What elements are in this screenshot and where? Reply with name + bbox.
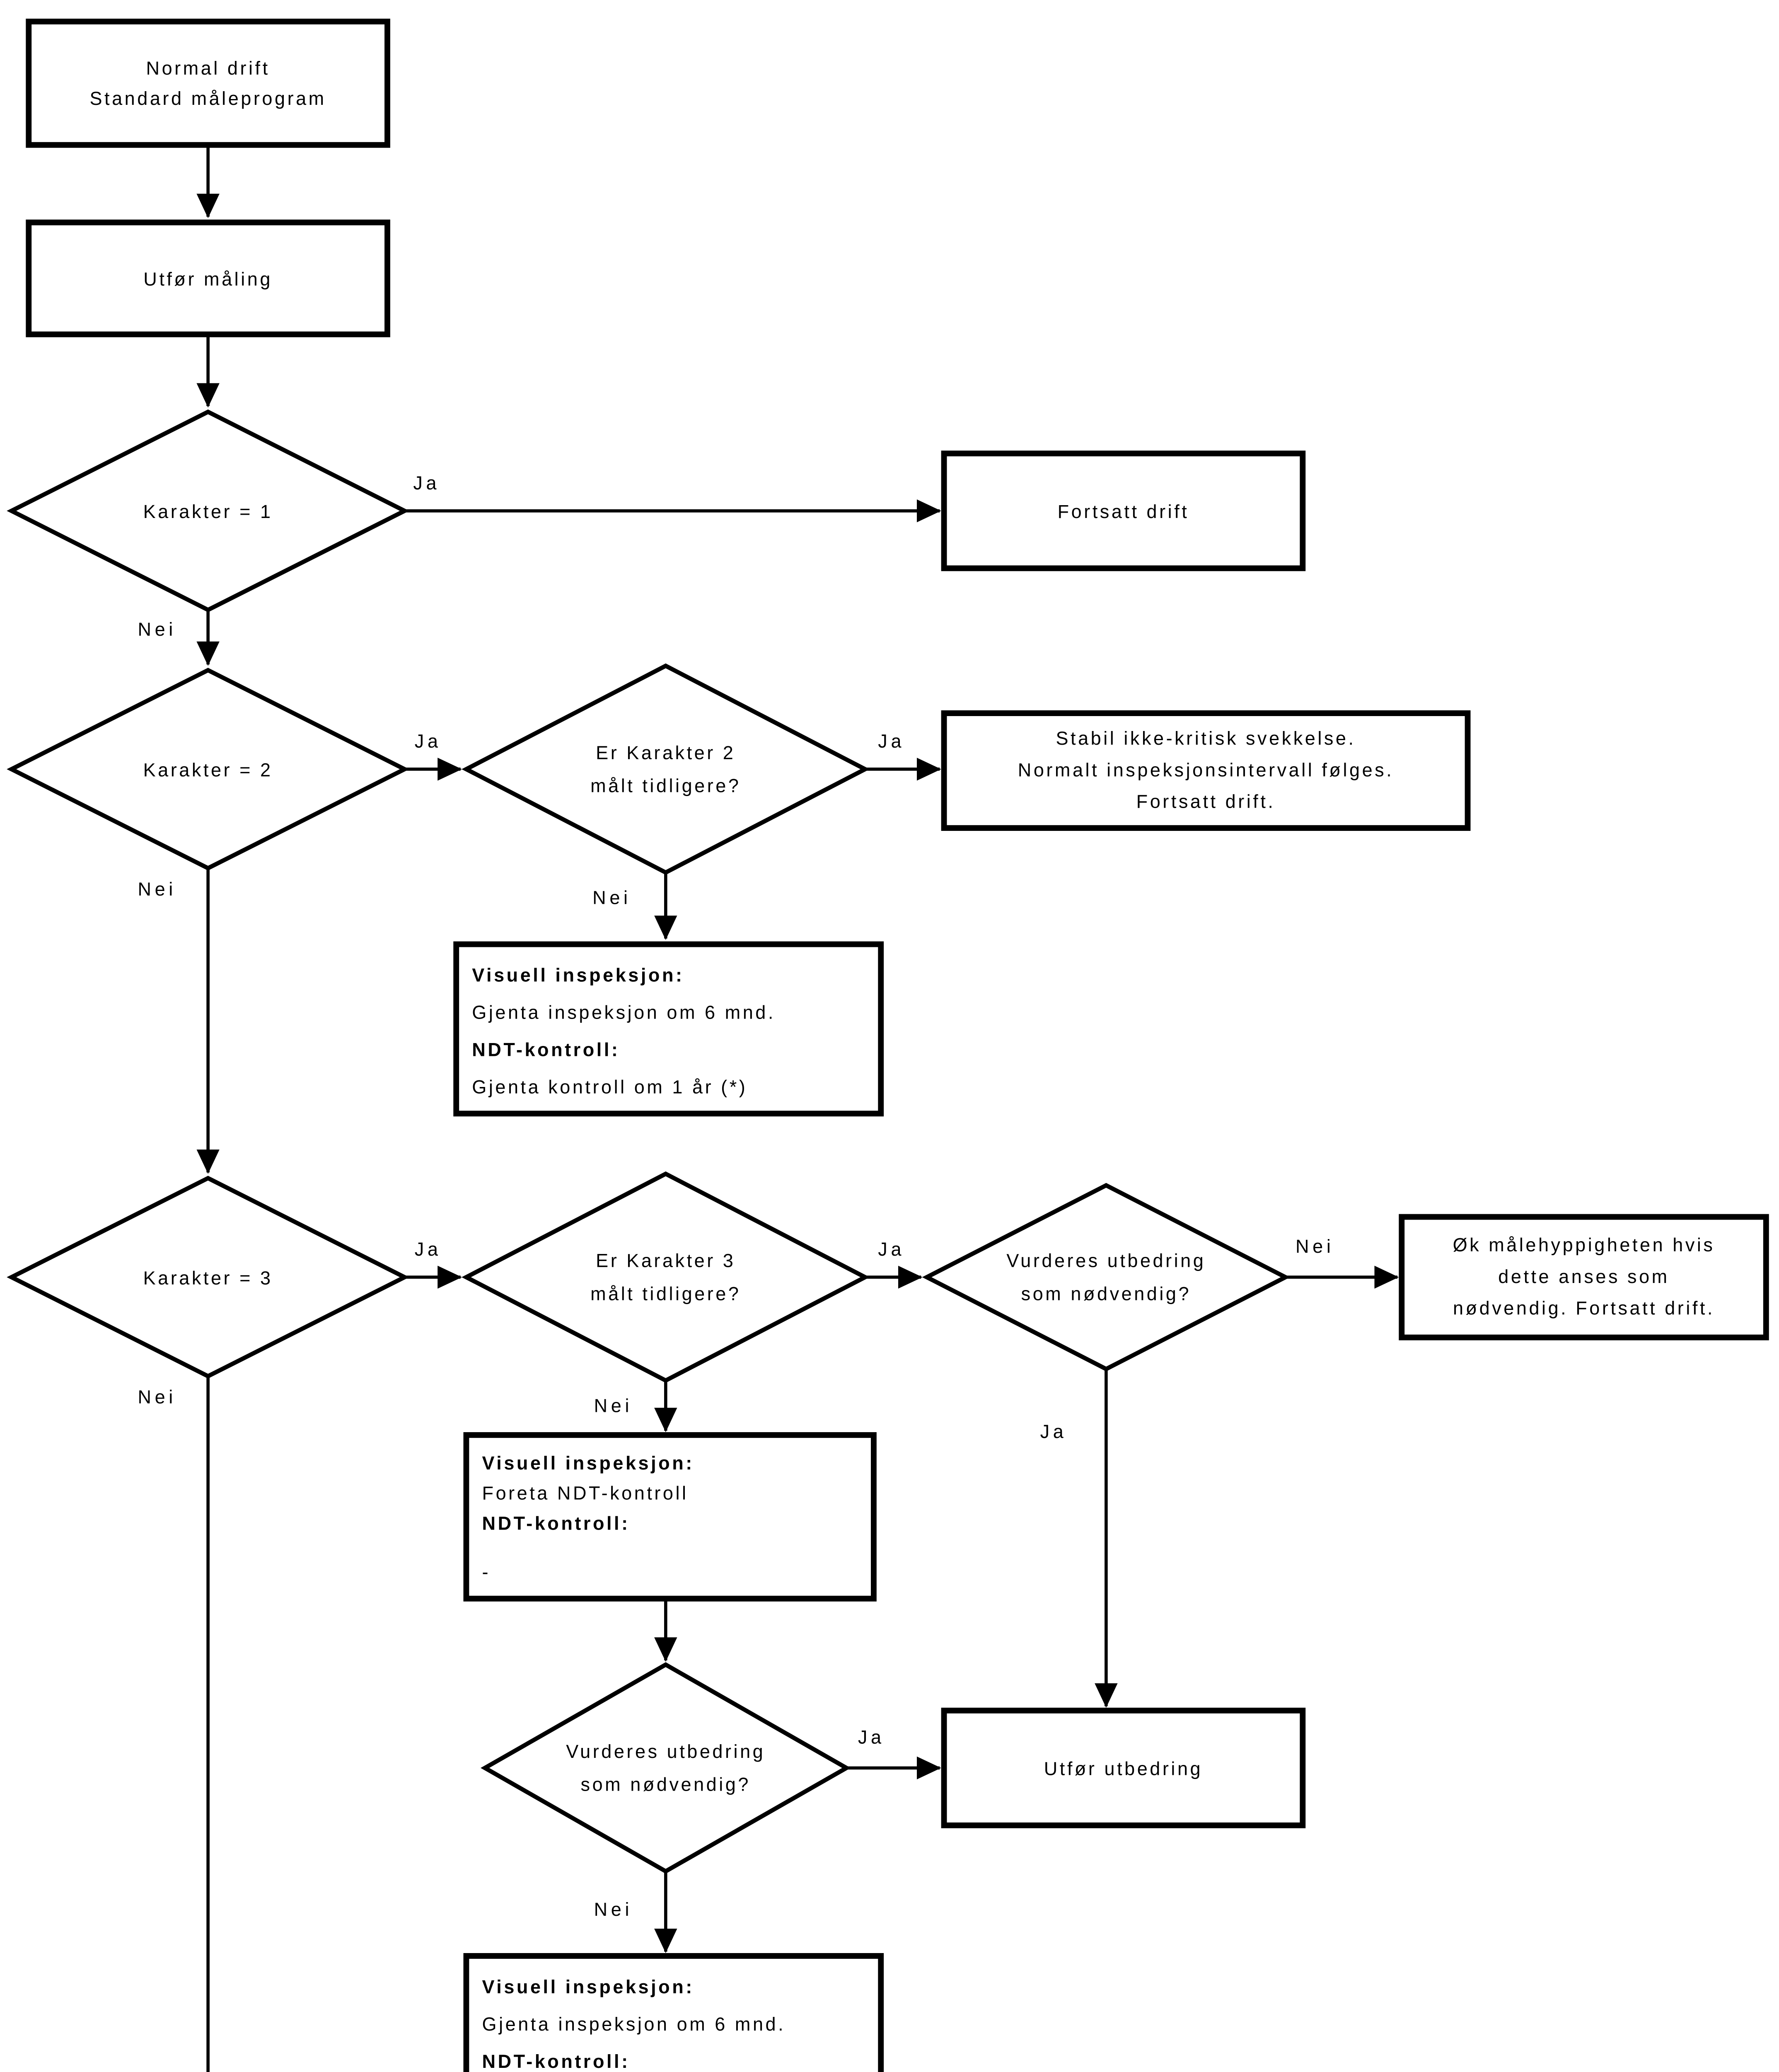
diamond-er-karakter-2: [462, 663, 870, 875]
diamond-karakter-1: [7, 409, 410, 612]
box-utfor-utbedring: [941, 1707, 1306, 1828]
box-visuell-inspeksjon-3: [463, 1953, 884, 2072]
box-ok-malehyppighet: [1399, 1214, 1769, 1341]
diamond-er-karakter-3: [462, 1171, 870, 1383]
diamond-vurderes-utbedring-1: [922, 1183, 1291, 1372]
diamond-karakter-3: [7, 1176, 410, 1379]
box-stabil-svekkelse: [941, 710, 1471, 831]
box-fortsatt-drift: [941, 450, 1306, 571]
diamond-karakter-2: [7, 668, 410, 871]
box-utfor-maling: [26, 219, 390, 337]
diamond-vurderes-utbedring-2: [480, 1662, 851, 1874]
box-visuell-inspeksjon-1: [453, 941, 884, 1117]
box-normal-drift: [26, 19, 390, 148]
box-visuell-inspeksjon-2: [463, 1432, 877, 1602]
